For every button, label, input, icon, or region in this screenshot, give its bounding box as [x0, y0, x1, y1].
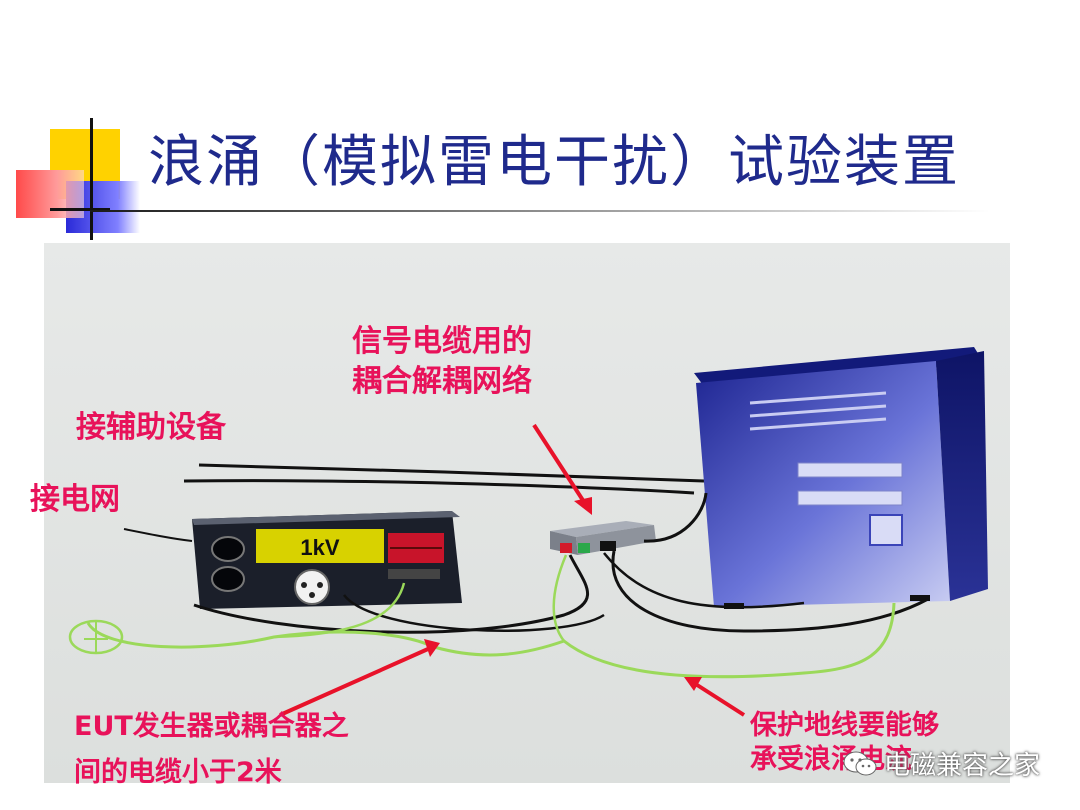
ground-wire-cdn: [552, 554, 568, 642]
aux-wire-2: [183, 479, 695, 495]
cable-cdn-to-eut-3: [603, 552, 805, 609]
cable-cdn-to-eut-2: [643, 492, 708, 543]
eut-cabinet: [694, 347, 988, 609]
watermark-text: 电磁兼容之家: [884, 751, 1041, 781]
label-cdn-line1: 信号电缆用的: [352, 324, 532, 359]
watermark: 电磁兼容之家: [842, 745, 1040, 782]
label-eut-cable-length: EUT发生器或耦合器之 间的电缆小于2米: [74, 704, 349, 796]
generator-display: 1kV: [300, 535, 339, 560]
title-rule: [90, 210, 990, 212]
wechat-icon: [843, 751, 877, 775]
label-cdn: 信号电缆用的 耦合解耦网络: [352, 322, 532, 402]
surge-generator: [192, 511, 462, 609]
label-pe-line2: 承受浪涌电流: [750, 744, 912, 775]
coupling-decoupling-network: [550, 521, 656, 555]
label-connect-grid: 接电网: [30, 482, 120, 517]
page-title: 浪涌（模拟雷电干扰）试验装置: [148, 130, 960, 195]
corner-vline: [90, 118, 93, 240]
cable-gen-loop: [343, 594, 605, 632]
label-connect-aux-equipment: 接辅助设备: [76, 410, 226, 445]
arrow-ground: [684, 677, 746, 717]
cable-cdn-to-eut-1: [611, 550, 929, 633]
arrow-eut-cable: [279, 639, 440, 717]
ground-wire-main: [86, 602, 896, 679]
corner-hline: [50, 208, 110, 211]
cable-gen-to-cdn: [193, 554, 590, 634]
label-pe-line1: 保护地线要能够: [750, 710, 939, 741]
aux-wire: [198, 463, 705, 483]
ground-wire-gen: [273, 582, 406, 639]
label-protective-earth: 保护地线要能够 承受浪涌电流: [750, 709, 939, 777]
label-eut-line2: 间的电缆小于2米: [74, 757, 282, 788]
label-eut-line1: EUT发生器或耦合器之: [74, 711, 349, 742]
arrow-cdn: [532, 423, 592, 515]
label-cdn-line2: 耦合解耦网络: [352, 364, 532, 399]
grid-wire: [123, 528, 193, 542]
surge-test-diagram: 1kV: [44, 243, 1010, 783]
